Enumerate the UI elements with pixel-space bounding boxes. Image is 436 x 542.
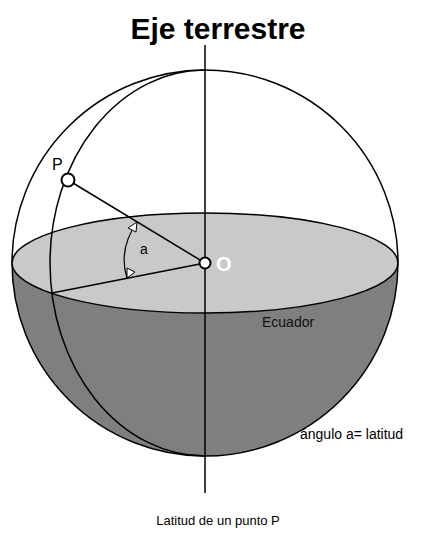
- equator-radius: [52, 263, 205, 293]
- angle-label: a: [140, 242, 148, 257]
- point-label: P: [52, 156, 63, 174]
- angle-arc: [124, 222, 137, 278]
- note-label: ángulo a= latitud: [300, 427, 403, 442]
- radius-to-p: [68, 180, 205, 263]
- arrow-head: [128, 222, 137, 232]
- diagram-caption: Latitud de un punto P: [156, 514, 280, 528]
- point-p: [62, 174, 75, 187]
- center-label: O: [216, 253, 232, 275]
- center-point: [200, 258, 211, 269]
- meridian: [50, 70, 205, 456]
- arrow-head: [127, 268, 135, 278]
- diagram-title: Eje terrestre: [130, 12, 305, 45]
- equator-label: Ecuador: [262, 315, 314, 330]
